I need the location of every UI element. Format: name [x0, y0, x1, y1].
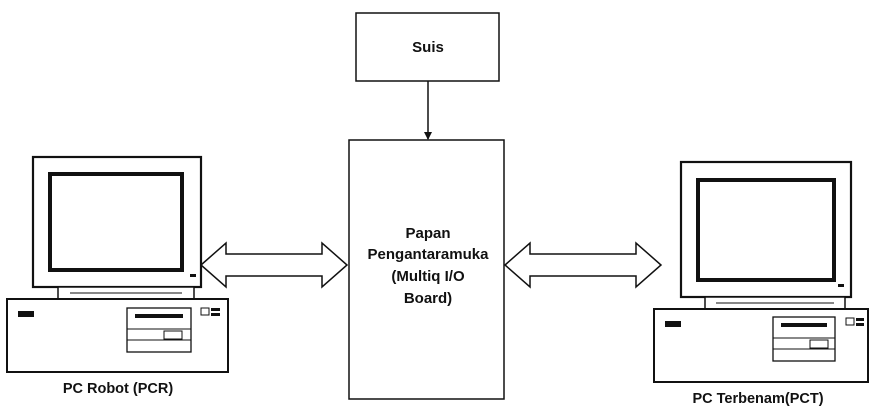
left-bidirectional-arrow [199, 241, 349, 289]
left-pc-caption: PC Robot (PCR) [63, 381, 174, 397]
right-monitor [679, 160, 853, 299]
interface-board-line-4: Board) [404, 290, 452, 307]
left-monitor [31, 155, 203, 289]
right-pc-caption: PC Terbenam(PCT) [692, 391, 823, 407]
right-bidirectional-arrow [503, 241, 663, 289]
interface-board-line-1: Papan [405, 225, 450, 242]
right-power-button [845, 317, 855, 326]
switch-box: Suis [355, 12, 500, 82]
right-system-unit [653, 308, 869, 383]
interface-board-box: Papan Pengantaramuka (Multiq I/O Board) [348, 139, 505, 400]
left-power-button [200, 307, 210, 316]
interface-board-line-3: (Multiq I/O [391, 268, 465, 285]
left-pc-icon [6, 155, 229, 373]
switch-box-label: Suis [412, 39, 444, 56]
interface-board-line-2: Pengantaramuka [368, 246, 490, 263]
left-system-unit [6, 298, 229, 373]
right-pc-icon [653, 160, 869, 383]
